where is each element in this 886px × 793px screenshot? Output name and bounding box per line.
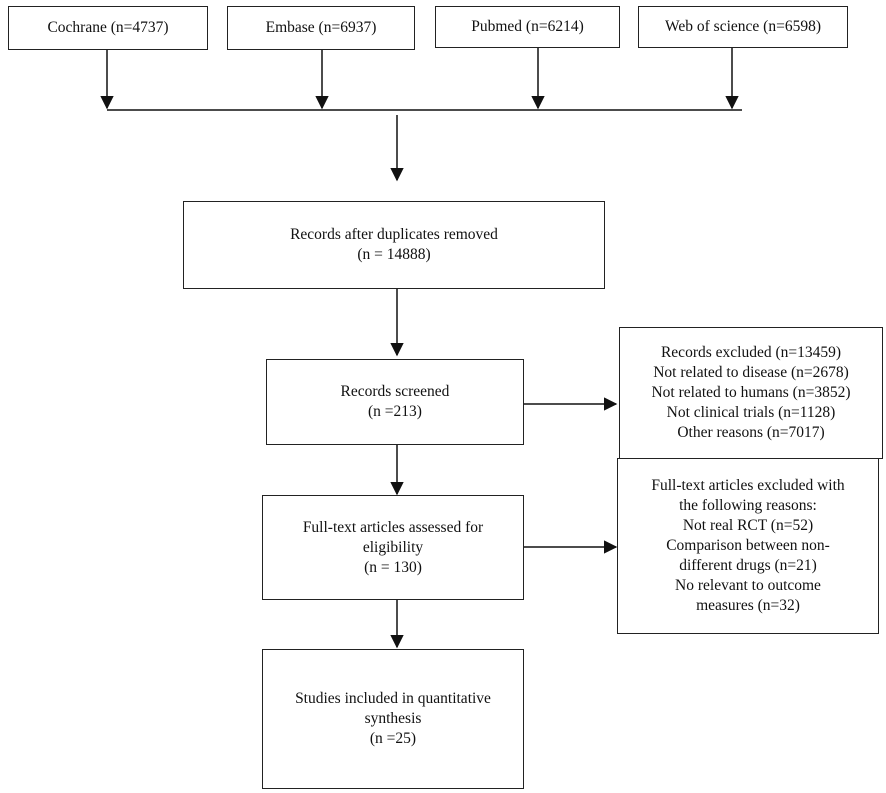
source-cochrane: Cochrane (n=4737) (8, 6, 208, 50)
source-web-of-science: Web of science (n=6598) (638, 6, 848, 48)
ft-excluded-line: measures (n=32) (696, 597, 800, 614)
excluded-line: Records excluded (n=13459) (660, 344, 842, 361)
included-count: (n =25) (369, 730, 417, 747)
screened-title: Records screened (340, 383, 450, 400)
fulltext-assessed-box: Full-text articles assessed for eligibil… (262, 495, 524, 600)
ft-excluded-line: Comparison between non- (666, 537, 830, 554)
dedup-title: Records after duplicates removed (290, 226, 498, 243)
source-embase: Embase (n=6937) (227, 6, 415, 50)
source-cochrane-label: Cochrane (n=4737) (47, 19, 169, 36)
screened-count: (n =213) (368, 403, 422, 420)
ft-excluded-line: the following reasons: (679, 497, 817, 514)
excluded-line: Not related to humans (n=3852) (651, 384, 851, 401)
source-pubmed-label: Pubmed (n=6214) (471, 18, 584, 35)
excluded-line: Not clinical trials (n=1128) (666, 404, 836, 421)
included-line2: synthesis (364, 710, 422, 727)
records-excluded-box: Records excluded (n=13459) Not related t… (619, 327, 883, 459)
fulltext-line2: eligibility (362, 538, 424, 556)
ft-excluded-line: No relevant to outcome (675, 577, 821, 594)
studies-included-box: Studies included in quantitative synthes… (262, 649, 524, 789)
included-line1: Studies included in quantitative (295, 690, 491, 707)
source-embase-label: Embase (n=6937) (265, 19, 377, 36)
dedup-count: (n = 14888) (357, 246, 431, 263)
source-wos-label: Web of science (n=6598) (665, 18, 821, 35)
ft-excluded-line: different drugs (n=21) (679, 557, 817, 574)
excluded-line: Other reasons (n=7017) (677, 424, 825, 441)
ft-excluded-line: Not real RCT (n=52) (682, 517, 814, 534)
fulltext-excluded-box: Full-text articles excluded with the fol… (617, 458, 879, 634)
ft-excluded-line: Full-text articles excluded with (651, 477, 845, 494)
fulltext-count: (n = 130) (364, 558, 422, 576)
fulltext-line1: Full-text articles assessed for (302, 518, 484, 536)
records-screened-box: Records screened (n =213) (266, 359, 524, 445)
records-after-duplicates-box: Records after duplicates removed (n = 14… (183, 201, 605, 289)
source-pubmed: Pubmed (n=6214) (435, 6, 620, 48)
excluded-line: Not related to disease (n=2678) (653, 364, 849, 381)
